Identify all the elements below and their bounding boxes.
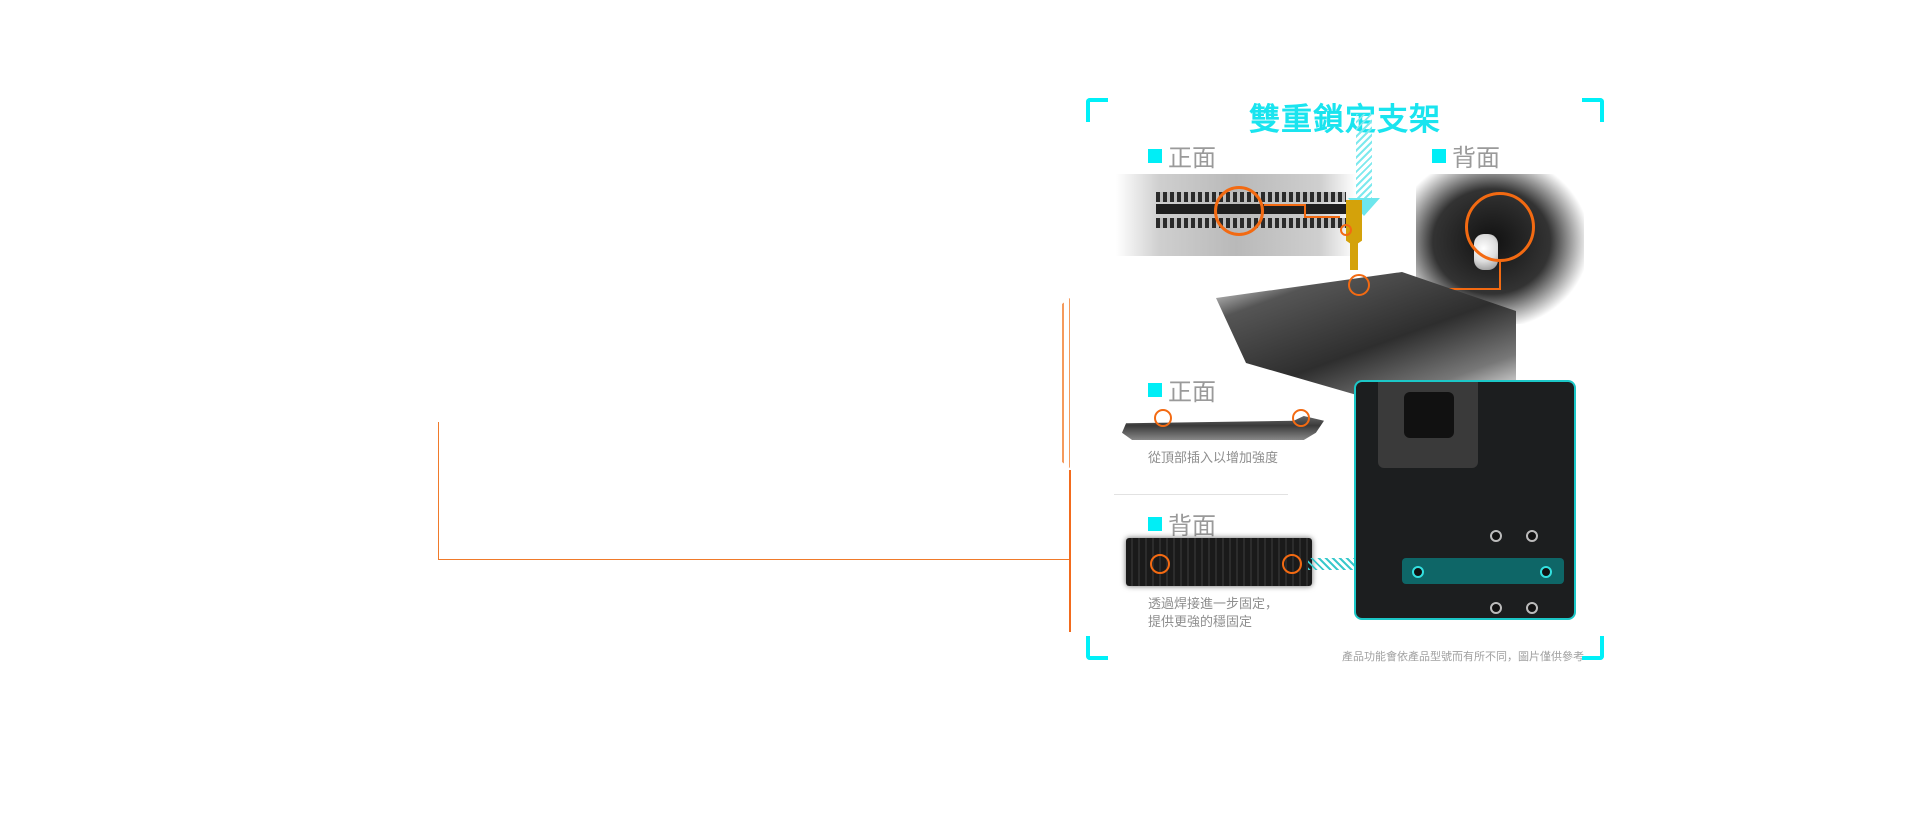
section-label-front-top: 正面 bbox=[1148, 138, 1216, 173]
connector-line-horizontal bbox=[438, 559, 1070, 560]
section-label-text: 正面 bbox=[1168, 378, 1216, 406]
caption-line: 提供更強的穩固定 bbox=[1148, 615, 1253, 630]
connector-line-left bbox=[438, 422, 439, 560]
square-bullet-icon bbox=[1148, 148, 1162, 163]
solder-area-highlight bbox=[1402, 558, 1564, 584]
corner-bracket-top-right bbox=[1582, 98, 1604, 122]
side-bracket-tab bbox=[1062, 298, 1070, 468]
callout-line bbox=[1499, 260, 1501, 290]
corner-bracket-top-left bbox=[1086, 98, 1108, 122]
section-label-text: 正面 bbox=[1168, 144, 1216, 172]
connector-line-right bbox=[1069, 470, 1071, 632]
corner-bracket-bottom-left bbox=[1086, 636, 1108, 660]
callout-line bbox=[1304, 204, 1306, 218]
section-label-back-bottom: 背面 bbox=[1148, 506, 1216, 541]
hatched-arrow-right-icon bbox=[1308, 558, 1368, 570]
latch-icon bbox=[1346, 200, 1362, 270]
orange-ring-callout-icon bbox=[1348, 274, 1370, 296]
section-label-back-top: 背面 bbox=[1432, 138, 1500, 173]
square-bullet-icon bbox=[1432, 148, 1446, 163]
orange-ring-callout-icon bbox=[1214, 186, 1264, 236]
section-label-text: 背面 bbox=[1452, 144, 1500, 172]
disclaimer-text: 產品功能會依產品型號而有所不同，圖片僅供參考 bbox=[1342, 650, 1584, 663]
callout-line bbox=[1264, 204, 1306, 206]
orange-ring-callout-icon bbox=[1465, 192, 1535, 262]
section-label-front-mid: 正面 bbox=[1148, 372, 1216, 407]
orange-ring-callout-icon bbox=[1154, 409, 1172, 427]
panel-title: 雙重鎖定支架 bbox=[1249, 102, 1441, 138]
orange-ring-callout-icon bbox=[1292, 409, 1310, 427]
callout-line bbox=[1304, 216, 1340, 218]
feature-panel: 雙重鎖定支架 正面 背面 正面 從頂部插入以增加強度 背面 bbox=[1086, 94, 1604, 663]
caption-line: 透過焊接進一步固定， bbox=[1148, 597, 1279, 612]
caption-back: 透過焊接進一步固定， 提供更強的穩固定 bbox=[1148, 596, 1278, 632]
orange-ring-callout-icon bbox=[1282, 554, 1302, 574]
motherboard-image bbox=[1354, 380, 1576, 620]
corner-bracket-bottom-right bbox=[1582, 636, 1604, 660]
hatched-arrow-down-icon bbox=[1356, 114, 1372, 204]
section-label-text: 背面 bbox=[1168, 512, 1216, 540]
square-bullet-icon bbox=[1148, 516, 1162, 531]
orange-ring-callout-icon bbox=[1150, 554, 1170, 574]
caption-front: 從頂部插入以增加強度 bbox=[1148, 451, 1279, 466]
section-divider bbox=[1114, 494, 1288, 495]
square-bullet-icon bbox=[1148, 382, 1162, 397]
orange-ring-callout-icon bbox=[1340, 224, 1352, 236]
